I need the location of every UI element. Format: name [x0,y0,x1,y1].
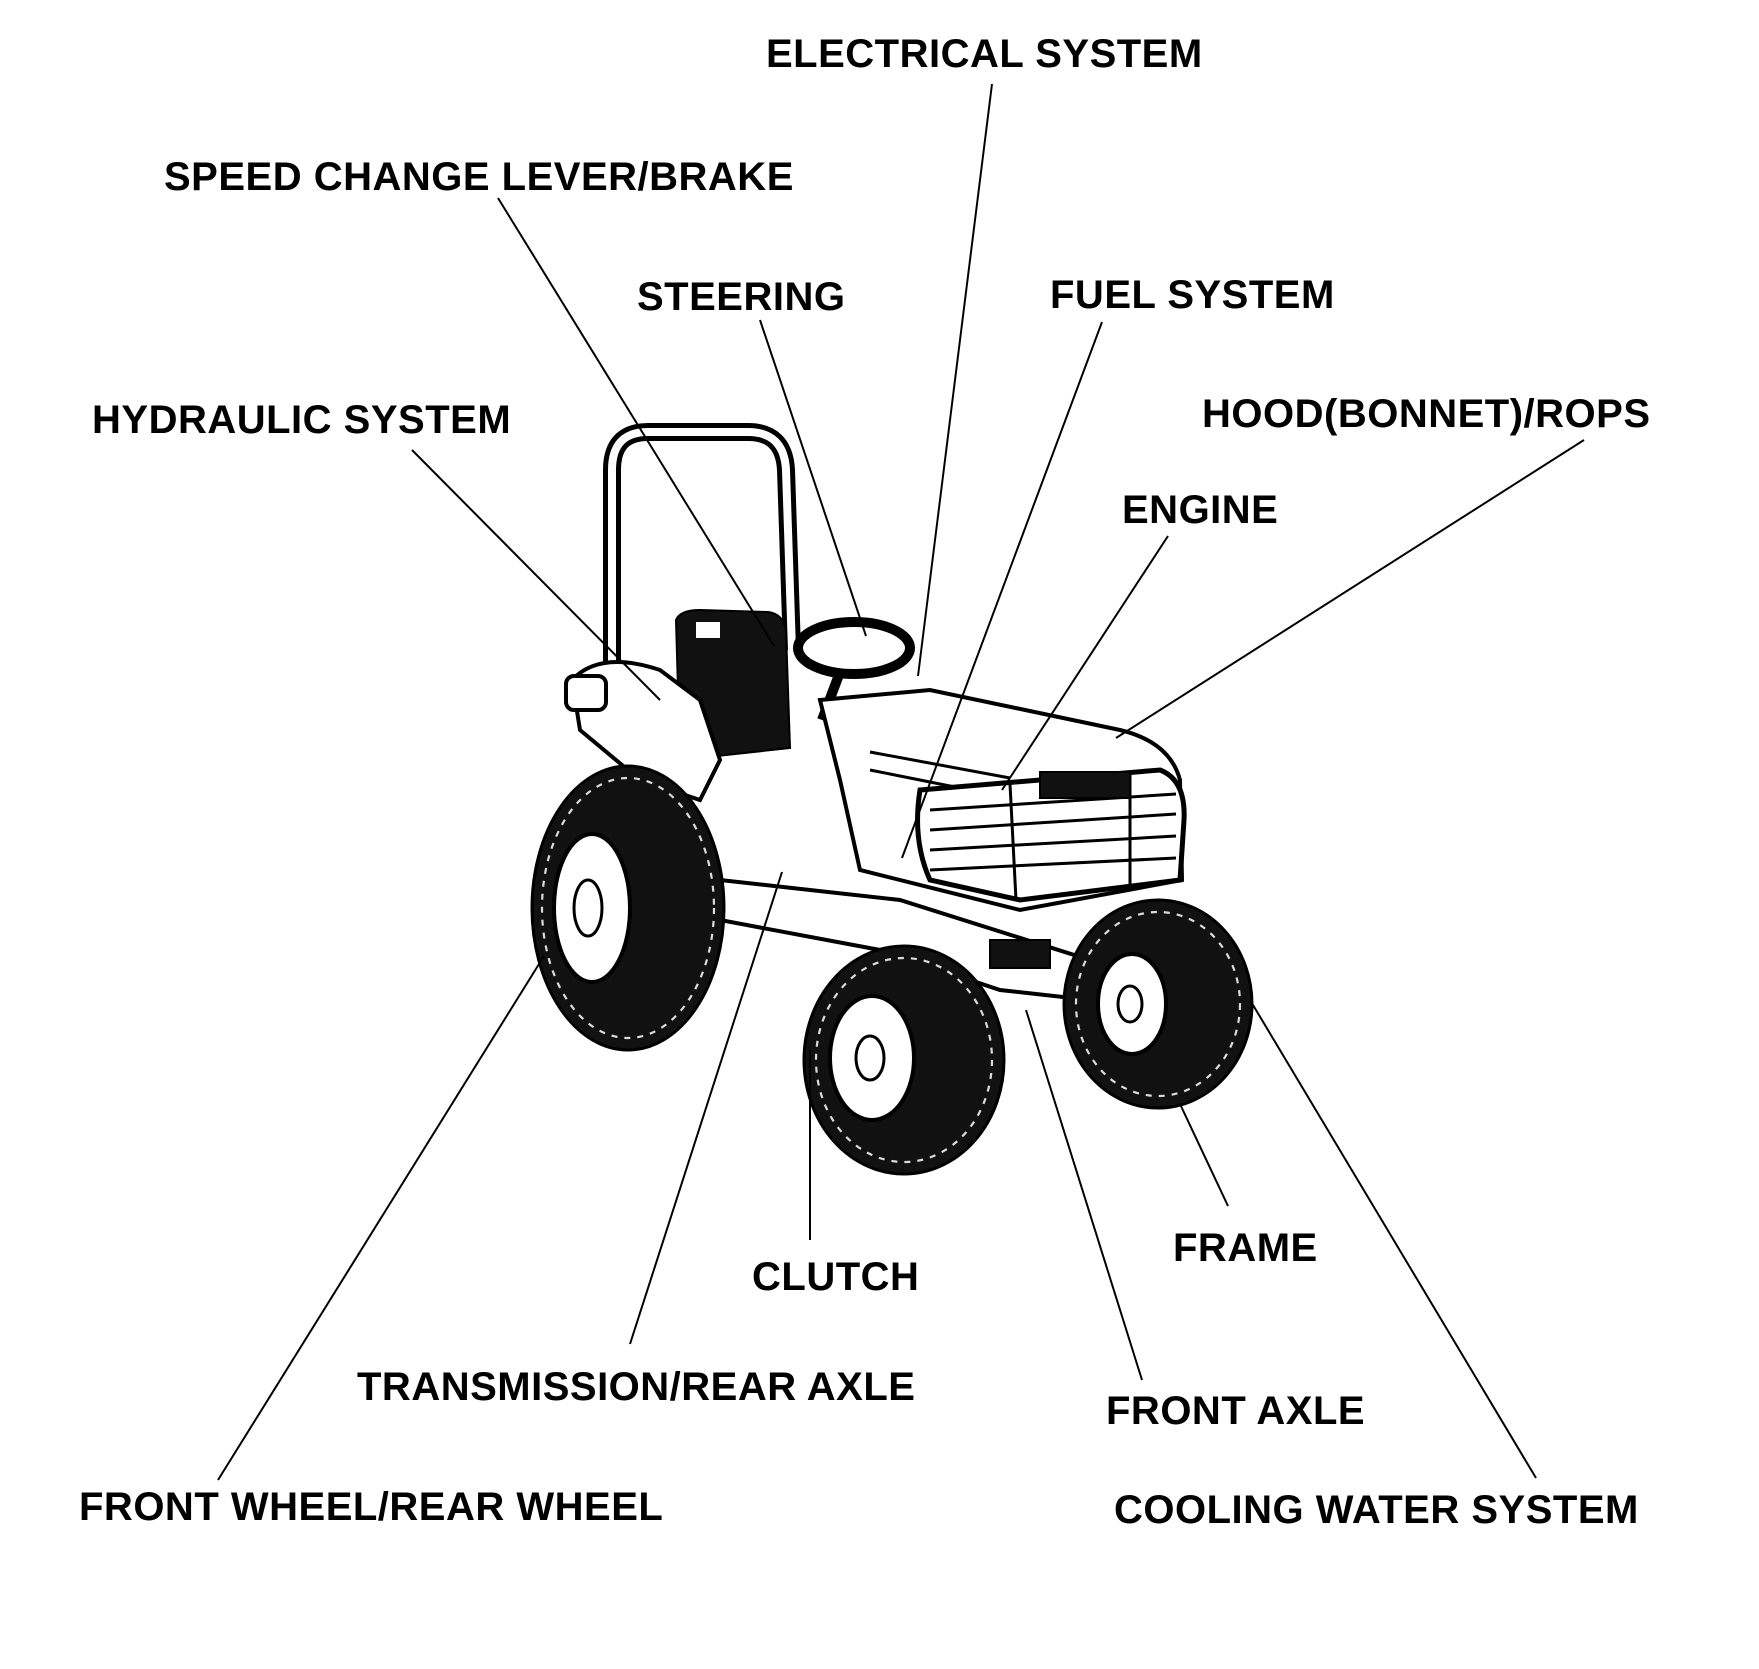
leader-hood-rops [1115,439,1585,739]
label-electrical-system: ELECTRICAL SYSTEM [766,32,1203,76]
rear-wheel [530,764,726,1052]
leader-fuel-system [901,321,1103,859]
label-hood-bonnet-rops: HOOD(BONNET)/ROPS [1202,392,1651,436]
front-left-wheel [802,944,1006,1176]
front-right-wheel [1062,898,1254,1110]
label-clutch: CLUTCH [752,1255,920,1299]
label-front-axle: FRONT AXLE [1106,1389,1366,1433]
frame-body [718,877,1092,1003]
leader-front-axle [1025,1009,1143,1381]
label-hydraulic-system: HYDRAULIC SYSTEM [92,398,512,442]
label-front-wheel-rear-wheel: FRONT WHEEL/REAR WHEEL [79,1485,664,1529]
rear-fender [564,660,723,803]
leader-engine [1001,535,1169,791]
label-fuel-system: FUEL SYSTEM [1050,273,1335,317]
leader-front-wheel-rear-wheel [217,955,545,1481]
leader-hydraulic-system [411,449,661,701]
leader-electrical-system [917,83,993,677]
rops-frame [603,423,801,690]
leader-steering [759,319,867,637]
leader-speed-change-lever-brake [497,197,775,647]
leader-frame [1179,1103,1229,1207]
label-speed-change-lever-brake: SPEED CHANGE LEVER/BRAKE [164,155,794,199]
leader-cooling-water-system [1249,999,1537,1479]
leader-transmission-rear-axle [629,871,783,1345]
label-transmission-rear-axle: TRANSMISSION/REAR AXLE [357,1365,916,1409]
grille [915,767,1187,903]
leader-lines [217,83,1585,1481]
label-steering: STEERING [637,275,846,319]
label-engine: ENGINE [1122,488,1279,532]
label-frame: FRAME [1173,1226,1318,1270]
label-cooling-water-system: COOLING WATER SYSTEM [1114,1488,1639,1532]
